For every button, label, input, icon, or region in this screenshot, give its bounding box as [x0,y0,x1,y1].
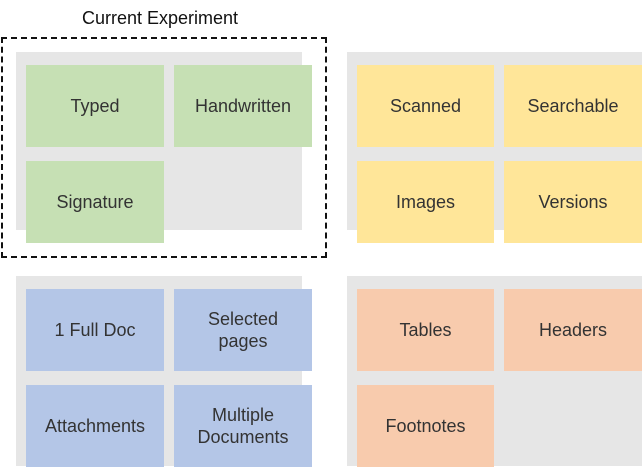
tile-multiple-documents: Multiple Documents [174,385,312,467]
tile-attachments: Attachments [26,385,164,467]
tile-signature: Signature [26,161,164,243]
tile-searchable: Searchable [504,65,642,147]
tile-selected-pages: Selected pages [174,289,312,371]
tile-footnotes: Footnotes [357,385,494,467]
tile-scanned: Scanned [357,65,494,147]
tile-images: Images [357,161,494,243]
current-experiment-label: Current Experiment [82,8,239,28]
tile-versions: Versions [504,161,642,243]
tile-handwritten: Handwritten [174,65,312,147]
tile-headers: Headers [504,289,642,371]
tile-typed: Typed [26,65,164,147]
tile-1-full-doc: 1 Full Doc [26,289,164,371]
tile-tables: Tables [357,289,494,371]
current-experiment-frame [1,37,327,258]
